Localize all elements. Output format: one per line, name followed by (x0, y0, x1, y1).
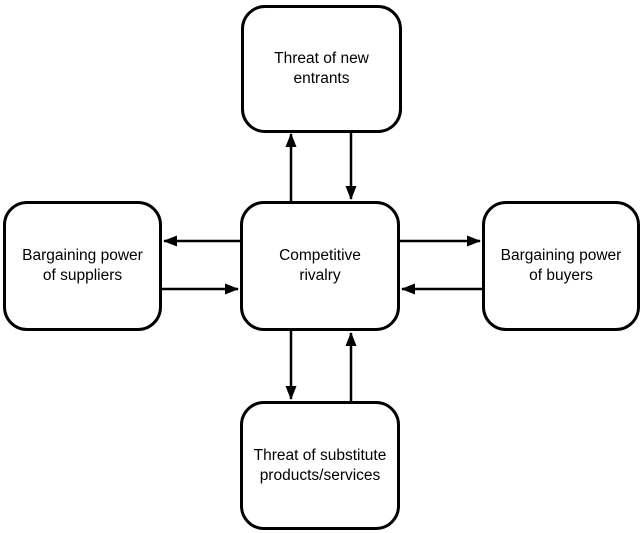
node-threat-of-new-entrants: Threat of new entrants (241, 5, 402, 133)
node-threat-of-new-entrants-label: Threat of new entrants (274, 50, 369, 87)
node-threat-of-substitutes: Threat of substitute products/services (240, 401, 400, 530)
node-competitive-rivalry: Competitive rivalry (240, 201, 400, 331)
node-bargaining-power-of-suppliers-label: Bargaining power of suppliers (22, 247, 143, 284)
node-bargaining-power-of-buyers: Bargaining power of buyers (482, 201, 640, 331)
node-threat-of-substitutes-label: Threat of substitute products/services (253, 446, 387, 484)
node-bargaining-power-of-suppliers: Bargaining power of suppliers (3, 201, 162, 331)
node-bargaining-power-of-buyers-label: Bargaining power of buyers (500, 247, 622, 284)
node-competitive-rivalry-label: Competitive rivalry (279, 247, 361, 284)
